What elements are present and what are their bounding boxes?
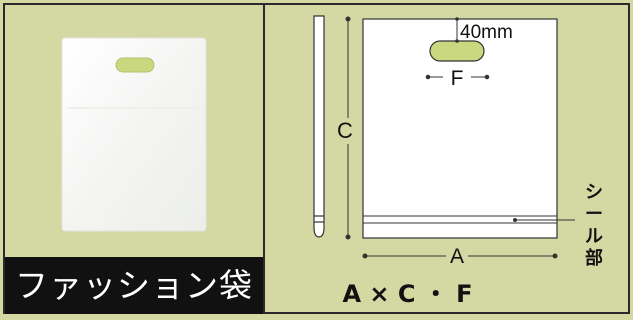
dimension-diagram: C 40mm F A xyxy=(313,15,575,268)
size-formula: A × C ・ F xyxy=(342,280,473,308)
handle-width-dimension xyxy=(425,74,490,80)
side-view-outline xyxy=(313,15,325,238)
side-view xyxy=(313,15,325,238)
seal-label-char: ル xyxy=(585,226,603,247)
handle-offset-label: 40mm xyxy=(460,22,513,43)
height-label: C xyxy=(337,118,353,143)
product-photo xyxy=(61,37,207,232)
seal-label-char: シ xyxy=(585,182,603,203)
product-name-label: ファッション袋 xyxy=(5,257,263,314)
bag-handle-hole xyxy=(115,57,155,73)
width-label: A xyxy=(450,245,464,268)
card-border xyxy=(3,3,630,314)
seal-label-char: ー xyxy=(585,204,603,225)
width-dimension xyxy=(362,253,558,259)
panel-divider xyxy=(263,3,265,314)
bag-body xyxy=(61,37,207,232)
seal-label: シ ー ル 部 xyxy=(582,182,606,270)
handle-width-label: F xyxy=(451,67,464,90)
handle-hole xyxy=(429,40,485,62)
seal-label-char: 部 xyxy=(585,248,603,269)
bag-fold-shadow xyxy=(67,107,201,109)
